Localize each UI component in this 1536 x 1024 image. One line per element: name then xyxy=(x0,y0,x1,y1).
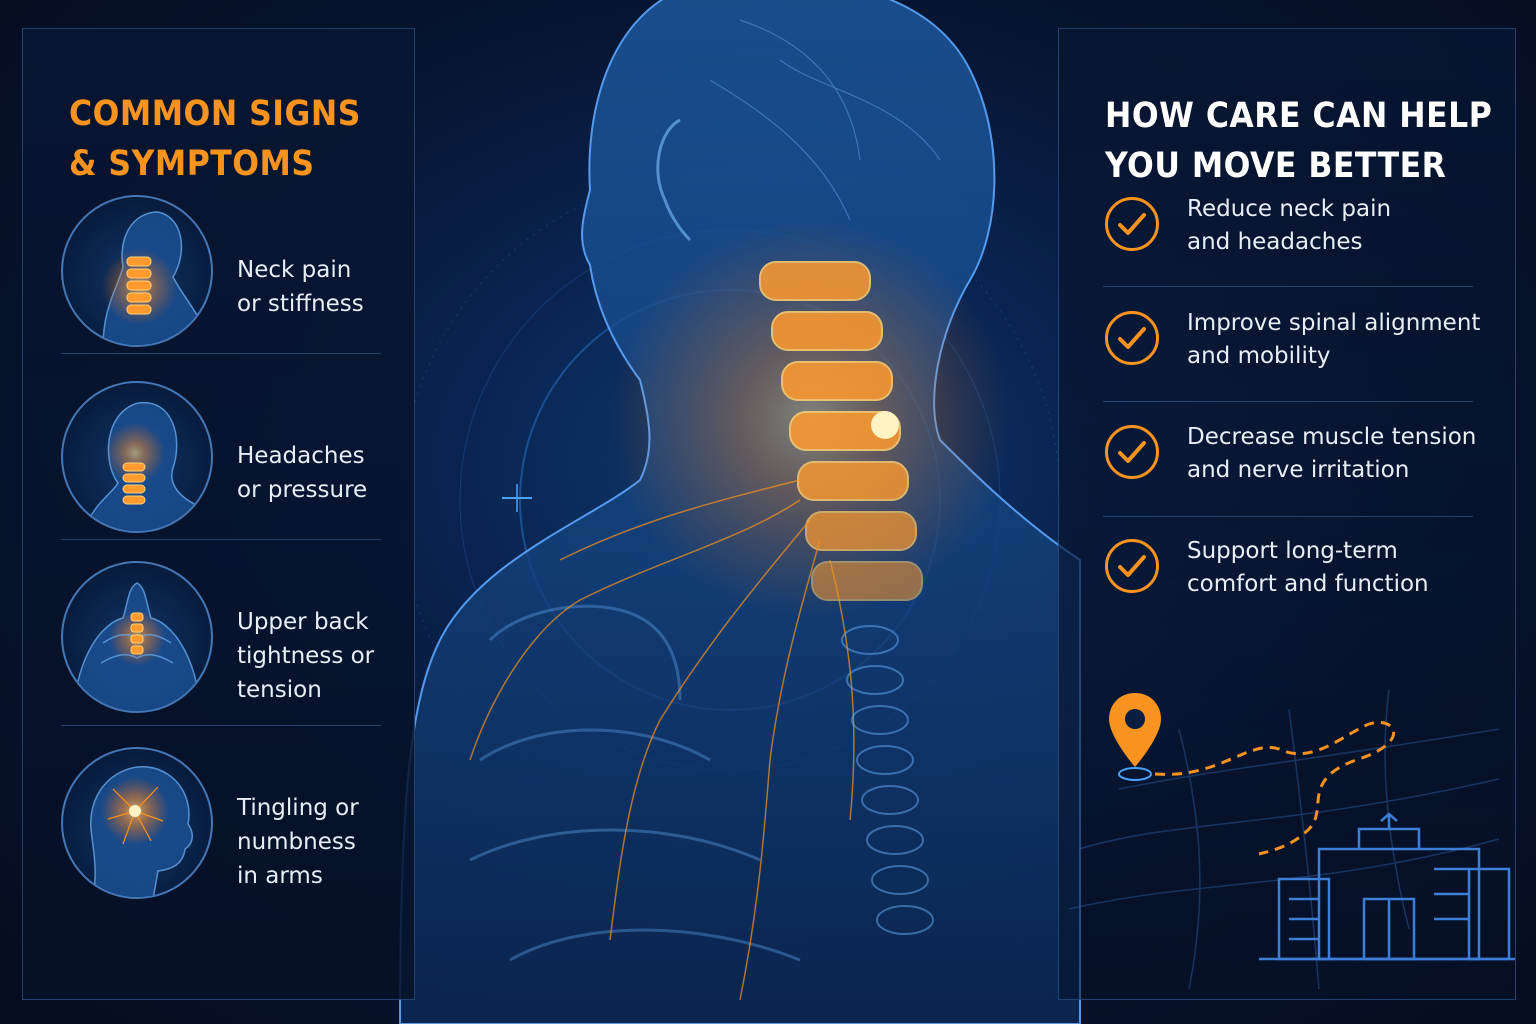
benefit-item: Improve spinal alignment and mobility xyxy=(1103,310,1483,411)
symptoms-heading: COMMON SIGNS & SYMPTOMS xyxy=(69,94,361,184)
symptom-item-neck-pain: Neck pain or stiffness xyxy=(59,195,379,381)
divider xyxy=(1103,286,1473,287)
upper-back-icon xyxy=(61,561,213,713)
neck-spine-icon xyxy=(61,195,213,347)
divider xyxy=(1103,516,1473,517)
benefits-heading: HOW CARE CAN HELP YOU MOVE BETTER xyxy=(1105,96,1493,186)
symptoms-panel: COMMON SIGNS & SYMPTOMS Neck pain or sti… xyxy=(22,28,415,1000)
benefit-text: Decrease muscle tension and nerve irrita… xyxy=(1187,424,1477,483)
symptom-label: Neck pain or stiffness xyxy=(237,257,364,317)
checkmark-icon xyxy=(1105,311,1159,365)
benefit-text: Improve spinal alignment and mobility xyxy=(1187,310,1481,369)
checkmark-icon xyxy=(1105,197,1159,251)
symptom-label: Upper back tightness or tension xyxy=(237,609,375,703)
benefits-panel: HOW CARE CAN HELP YOU MOVE BETTER Reduce… xyxy=(1058,28,1516,1000)
checkmark-icon xyxy=(1105,539,1159,593)
brain-nerve-icon xyxy=(61,747,213,899)
head-pressure-icon xyxy=(61,381,213,533)
symptom-label: Headaches or pressure xyxy=(237,443,368,503)
divider xyxy=(61,539,381,540)
benefit-item: Support long-term comfort and function xyxy=(1103,538,1483,639)
symptom-label: Tingling or numbness in arms xyxy=(237,795,359,889)
location-pin-icon xyxy=(1109,693,1161,781)
symptom-item-headaches: Headaches or pressure xyxy=(59,381,379,567)
divider xyxy=(61,353,381,354)
benefit-item: Reduce neck pain and headaches xyxy=(1103,196,1483,297)
divider xyxy=(1103,401,1473,402)
clinic-building-icon xyxy=(1259,812,1515,961)
symptom-item-upper-back: Upper back tightness or tension xyxy=(59,561,379,747)
checkmark-icon xyxy=(1105,425,1159,479)
divider xyxy=(61,725,381,726)
benefit-text: Support long-term comfort and function xyxy=(1187,538,1429,597)
benefit-item: Decrease muscle tension and nerve irrita… xyxy=(1103,424,1483,525)
clinic-route-illustration xyxy=(1068,688,1515,989)
benefit-text: Reduce neck pain and headaches xyxy=(1187,196,1392,255)
cervical-spine-glow xyxy=(759,261,923,601)
spine xyxy=(841,625,934,935)
symptom-item-tingling: Tingling or numbness in arms xyxy=(59,747,379,933)
anatomy-illustration xyxy=(398,0,1081,1024)
